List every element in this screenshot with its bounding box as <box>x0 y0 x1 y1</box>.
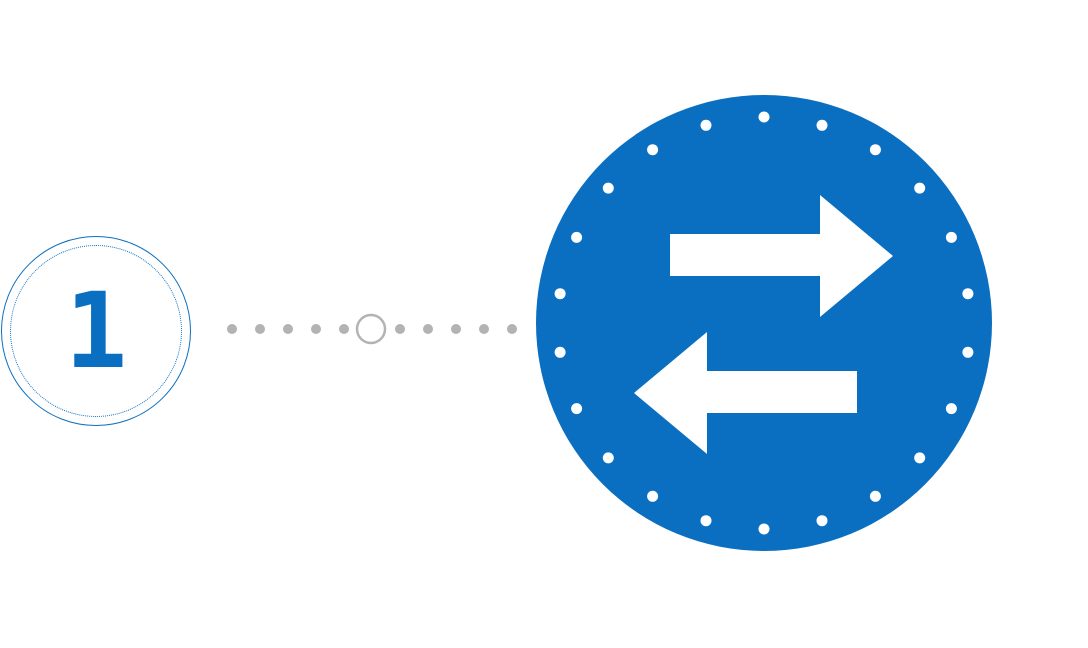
rim-dot <box>945 403 957 415</box>
icon-circle <box>536 95 992 551</box>
step-number: 1 <box>64 270 128 392</box>
arrow-right-icon <box>670 195 893 317</box>
connector-dot <box>479 324 489 334</box>
connector-dot <box>283 324 293 334</box>
connector-dot <box>339 324 349 334</box>
connector-dot <box>395 324 405 334</box>
rim-dot <box>758 111 770 123</box>
rim-dot <box>962 288 974 300</box>
rim-dot <box>602 452 614 464</box>
rim-dot <box>869 490 881 502</box>
rim-dot <box>554 346 566 358</box>
step-badge: 1 <box>1 236 191 426</box>
rim-dot <box>914 452 926 464</box>
connector-dots <box>227 324 517 334</box>
icon-rim-dots <box>554 111 974 535</box>
connector-dot <box>227 324 237 334</box>
rim-dot <box>554 288 566 300</box>
rim-dot <box>962 346 974 358</box>
rim-dot <box>700 119 712 131</box>
connector-dot <box>423 324 433 334</box>
rim-dot <box>700 515 712 527</box>
connector-dot <box>311 324 321 334</box>
rim-dot <box>602 182 614 194</box>
rim-dot <box>758 523 770 535</box>
rim-dot <box>914 182 926 194</box>
swap-arrows-icon <box>536 95 992 551</box>
rim-dot <box>945 231 957 243</box>
rim-dot <box>816 119 828 131</box>
rim-dot <box>816 515 828 527</box>
arrow-left-icon <box>634 332 857 454</box>
rim-dot <box>869 144 881 156</box>
rim-dot <box>571 231 583 243</box>
rim-dot <box>647 490 659 502</box>
connector-dot <box>255 324 265 334</box>
rim-dot <box>571 403 583 415</box>
step-badge-dotted-ring <box>10 245 182 417</box>
connector-node-ring <box>355 313 387 345</box>
rim-dot <box>647 144 659 156</box>
connector-dot <box>451 324 461 334</box>
connector-dot <box>507 324 517 334</box>
